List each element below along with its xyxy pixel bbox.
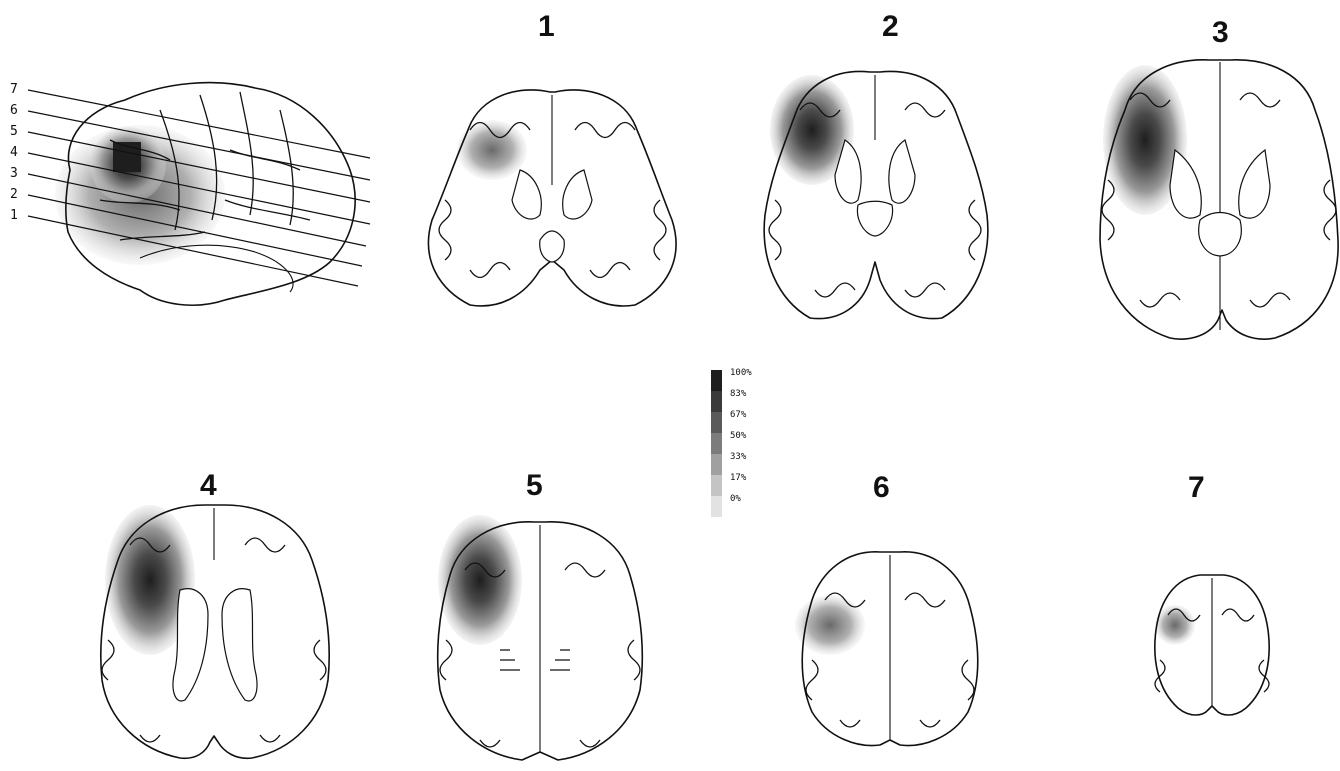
slice-line-labels: 7 6 5 4 3 2 1	[10, 82, 18, 223]
slice-4-ventricles	[173, 589, 257, 701]
slice-4: 4	[101, 469, 329, 758]
legend-swatch	[711, 496, 722, 517]
slice-1: 1	[428, 10, 676, 306]
legend-label: 33%	[730, 452, 747, 462]
lateral-brain-view: 7 6 5 4 3 2 1	[10, 82, 370, 305]
slice-2-outline	[764, 71, 988, 318]
slice-number-7: 7	[1188, 471, 1205, 504]
lateral-label-2: 2	[10, 187, 18, 202]
legend-label: 0%	[730, 494, 741, 504]
slice-2-deep-structures	[835, 140, 915, 236]
legend-label: 67%	[730, 410, 747, 420]
legend-swatch	[711, 391, 722, 412]
legend-label: 100%	[730, 368, 752, 378]
slice-2: 2	[764, 10, 988, 319]
slice-number-1: 1	[538, 10, 555, 43]
slice-number-5: 5	[526, 469, 543, 502]
percentage-legend: 100% 83% 67% 50% 33% 17% 0%	[711, 368, 752, 517]
slice-3: 3	[1100, 16, 1338, 339]
slice-7: 7	[1155, 471, 1269, 715]
legend-swatch	[711, 454, 722, 475]
lateral-label-4: 4	[10, 145, 18, 160]
legend-swatch	[711, 433, 722, 454]
lateral-label-6: 6	[10, 103, 18, 118]
slice-number-6: 6	[873, 471, 890, 504]
legend-label: 83%	[730, 389, 747, 399]
legend-label: 50%	[730, 431, 747, 441]
legend-swatch	[711, 370, 722, 391]
slice-number-4: 4	[200, 469, 217, 502]
lateral-label-7: 7	[10, 82, 18, 97]
lateral-label-3: 3	[10, 166, 18, 181]
legend-label: 17%	[730, 473, 747, 483]
slice-6: 6	[795, 471, 978, 746]
legend-swatch	[711, 412, 722, 433]
slice-number-2: 2	[882, 10, 899, 43]
lateral-label-1: 1	[10, 208, 18, 223]
legend-swatch	[711, 475, 722, 496]
slice-5: 5	[438, 469, 643, 760]
lateral-label-5: 5	[10, 124, 18, 139]
slice-number-3: 3	[1212, 16, 1229, 49]
